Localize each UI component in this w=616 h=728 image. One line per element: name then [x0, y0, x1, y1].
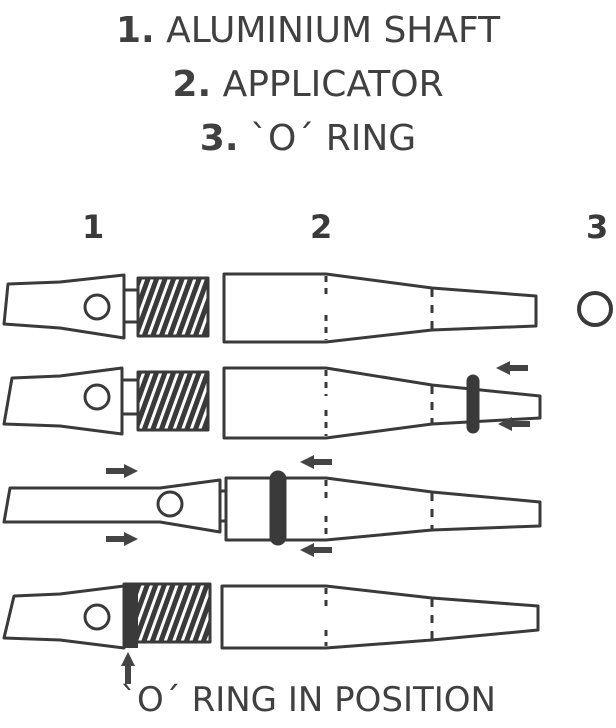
- arrow-left-icon: [496, 361, 528, 375]
- arrow-left-icon: [300, 455, 332, 469]
- oring-in-position-caption: `O´ RING IN POSITION: [120, 680, 496, 720]
- thread-coil-icon: [136, 370, 210, 432]
- column-label-shaft: 1: [82, 208, 105, 246]
- aluminium-shaft: [2, 273, 210, 340]
- legend-item-oring: 3. `O´ RING: [199, 118, 417, 159]
- arrow-right-icon: [106, 532, 138, 546]
- o-ring-icon: [577, 291, 613, 327]
- arrow-left-icon: [300, 543, 332, 557]
- applicator: [222, 272, 538, 344]
- parts-legend: 1. ALUMINIUM SHAFT 2. APPLICATOR 3. `O´ …: [0, 4, 616, 166]
- thread-coil-icon: [122, 582, 212, 644]
- o-ring-icon: [269, 470, 287, 546]
- step-4-oring-in-position: [2, 582, 540, 650]
- thread-coil-icon: [136, 276, 210, 338]
- arrow-right-icon: [106, 464, 138, 478]
- o-ring-icon: [466, 374, 480, 434]
- legend-item-applicator: 2. APPLICATOR: [172, 64, 444, 105]
- legend-item-shaft: 1. ALUMINIUM SHAFT: [115, 10, 501, 51]
- step-1-parts-separate: [2, 272, 613, 344]
- o-ring-icon: [124, 584, 138, 648]
- column-label-applicator: 2: [310, 208, 333, 246]
- step-3-shaft-inserted: [2, 470, 542, 546]
- arrow-up-icon: [121, 652, 135, 684]
- column-label-oring: 3: [586, 208, 609, 246]
- step-2-oring-on-tip: [2, 366, 542, 440]
